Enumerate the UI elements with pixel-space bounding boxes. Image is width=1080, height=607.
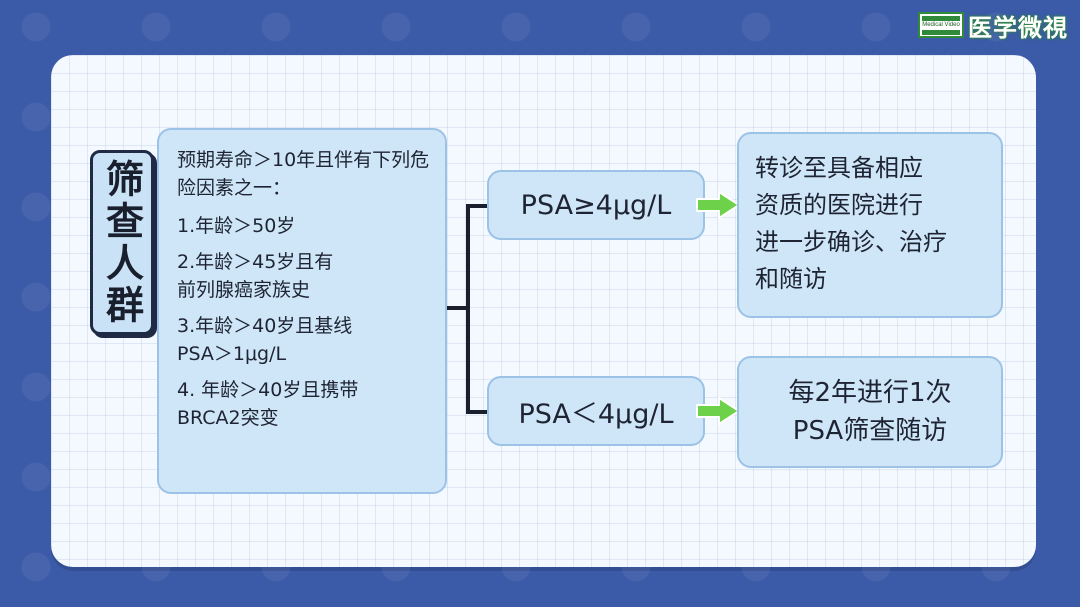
- psa-low-condition: PSA＜4μg/L: [487, 376, 705, 446]
- criteria-item: 1.年龄＞50岁: [177, 215, 296, 237]
- connector-branch-bottom: [466, 410, 488, 414]
- result-line: 每2年进行1次: [788, 378, 952, 408]
- result-line: 资质的医院进行: [755, 191, 923, 219]
- followup-result-box: 每2年进行1次 PSA筛查随访: [737, 356, 1003, 468]
- screening-population-text: 筛查人群: [99, 158, 144, 327]
- screening-population-label: 筛查人群: [90, 150, 154, 335]
- brand-mark-text: Medical Video: [922, 21, 960, 28]
- criteria-box: 预期寿命＞10年且伴有下列危险因素之一： 1.年龄＞50岁 2.年龄＞45岁且有…: [157, 128, 447, 494]
- psa-high-condition: PSA≥4μg/L: [487, 170, 705, 240]
- green-arrow-icon: [696, 191, 740, 219]
- referral-result-box: 转诊至具备相应 资质的医院进行 进一步确诊、治疗 和随访: [737, 132, 1003, 318]
- result-line: 进一步确诊、治疗: [755, 228, 947, 256]
- criteria-item: 3.年龄＞40岁且基线 PSA＞1μg/L: [177, 315, 353, 365]
- criteria-item: 4. 年龄＞40岁且携带 BRCA2突变: [177, 379, 359, 429]
- green-arrow-icon: [696, 397, 740, 425]
- criteria-item: 2.年龄＞45岁且有 前列腺癌家族史: [177, 251, 334, 301]
- result-line: PSA筛查随访: [792, 416, 948, 446]
- psa-low-label: PSA＜4μg/L: [518, 398, 674, 430]
- brand-name: 医学微視: [968, 13, 1068, 42]
- connector-vertical: [466, 204, 470, 414]
- connector-branch-top: [466, 204, 488, 208]
- psa-high-label: PSA≥4μg/L: [520, 189, 672, 221]
- result-line: 和随访: [755, 265, 827, 293]
- result-line: 转诊至具备相应: [755, 154, 923, 182]
- connector-horizontal-main: [447, 306, 469, 310]
- criteria-intro: 预期寿命＞10年且伴有下列危险因素之一：: [177, 149, 430, 199]
- brand-logo: Medical Video 医学微視: [918, 10, 1068, 42]
- brand-mark-icon: Medical Video: [918, 12, 964, 38]
